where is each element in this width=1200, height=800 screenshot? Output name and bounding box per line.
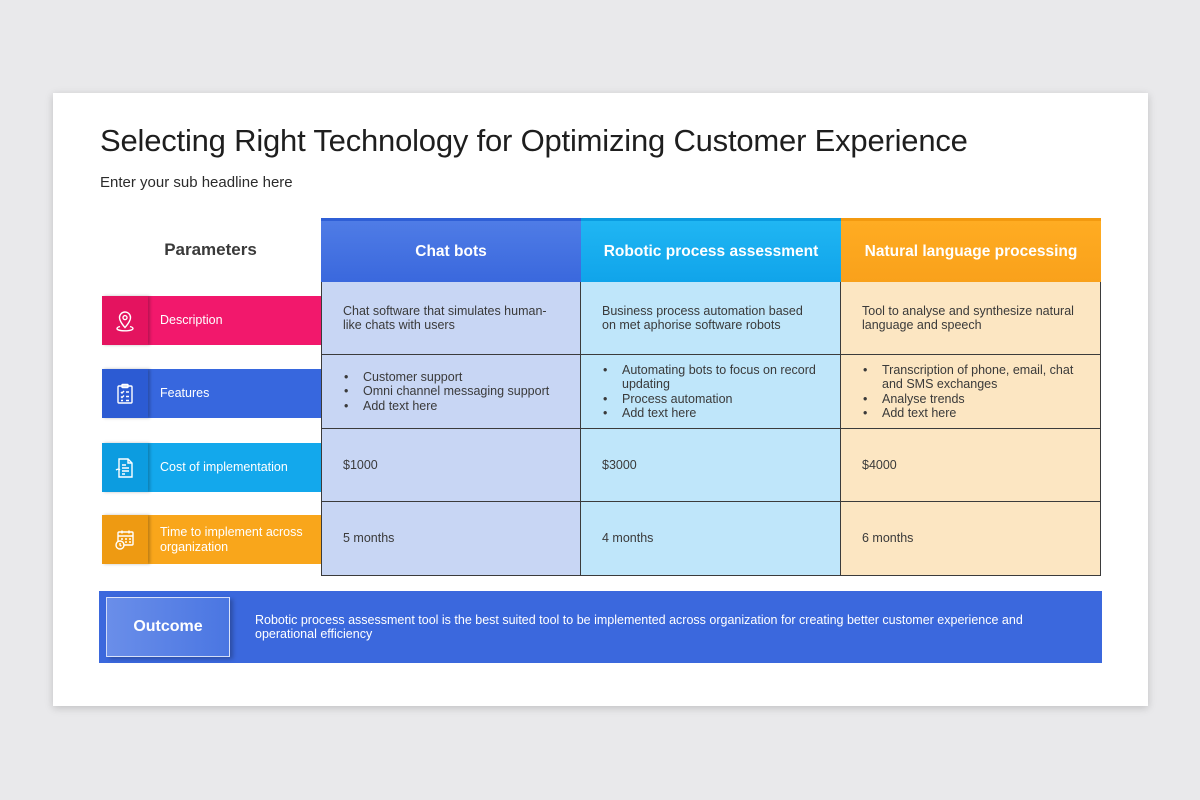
parameter-label: Cost of implementation (160, 460, 288, 475)
cell-description-nlp: Tool to analyse and synthesize natural l… (841, 282, 1101, 355)
list-item: Customer support (343, 370, 549, 385)
parameter-label: Features (160, 386, 210, 401)
parameter-label: Time to implement across organization (160, 525, 303, 554)
cell-description-robotic-process: Business process automation based on met… (581, 282, 841, 355)
features-list: Automating bots to focus on record updat… (602, 363, 820, 421)
cell-time-chat-bots: 5 months (321, 502, 581, 576)
parameter-features: Features (102, 369, 321, 418)
outcome-text: Robotic process assessment tool is the b… (255, 612, 1023, 642)
list-item: Add text here (602, 406, 820, 421)
parameters-header: Parameters (164, 240, 257, 259)
parameter-cost-of-implementation: Cost of implementation (102, 443, 321, 492)
parameter-label: Description (160, 313, 223, 328)
cell-time-robotic-process: 4 months (581, 502, 841, 576)
clipboard-checklist-icon (102, 369, 148, 418)
parameter-description: Description (102, 296, 321, 345)
cell-features-robotic-process: Automating bots to focus on record updat… (581, 355, 841, 429)
features-list: Transcription of phone, email, chat and … (862, 363, 1080, 421)
calendar-clock-icon (102, 515, 148, 564)
outcome-label: Outcome (106, 597, 230, 657)
cell-cost-chat-bots: $1000 (321, 429, 581, 502)
column-header-natural-language-processing: Natural language processing (841, 218, 1101, 282)
list-item: Automating bots to focus on record updat… (602, 363, 820, 392)
list-item: Transcription of phone, email, chat and … (862, 363, 1080, 392)
list-item: Omni channel messaging support (343, 384, 549, 399)
page-title: Selecting Right Technology for Optimizin… (100, 123, 968, 158)
invoice-document-icon (102, 443, 148, 492)
cell-description-chat-bots: Chat software that simulates human-like … (321, 282, 581, 355)
list-item: Analyse trends (862, 392, 1080, 407)
location-pin-icon (102, 296, 148, 345)
sub-headline: Enter your sub headline here (100, 174, 293, 191)
cell-cost-robotic-process: $3000 (581, 429, 841, 502)
column-header-chat-bots: Chat bots (321, 218, 581, 282)
cell-time-nlp: 6 months (841, 502, 1101, 576)
list-item: Process automation (602, 392, 820, 407)
list-item: Add text here (862, 406, 1080, 421)
outcome-bar: Outcome Robotic process assessment tool … (99, 591, 1102, 663)
features-list: Customer support Omni channel messaging … (343, 370, 549, 414)
column-header-robotic-process-assessment: Robotic process assessment (581, 218, 841, 282)
list-item: Add text here (343, 399, 549, 414)
cell-cost-nlp: $4000 (841, 429, 1101, 502)
parameter-time-to-implement: Time to implement across organization (102, 515, 321, 564)
cell-features-nlp: Transcription of phone, email, chat and … (841, 355, 1101, 429)
cell-features-chat-bots: Customer support Omni channel messaging … (321, 355, 581, 429)
slide: Selecting Right Technology for Optimizin… (53, 93, 1148, 706)
